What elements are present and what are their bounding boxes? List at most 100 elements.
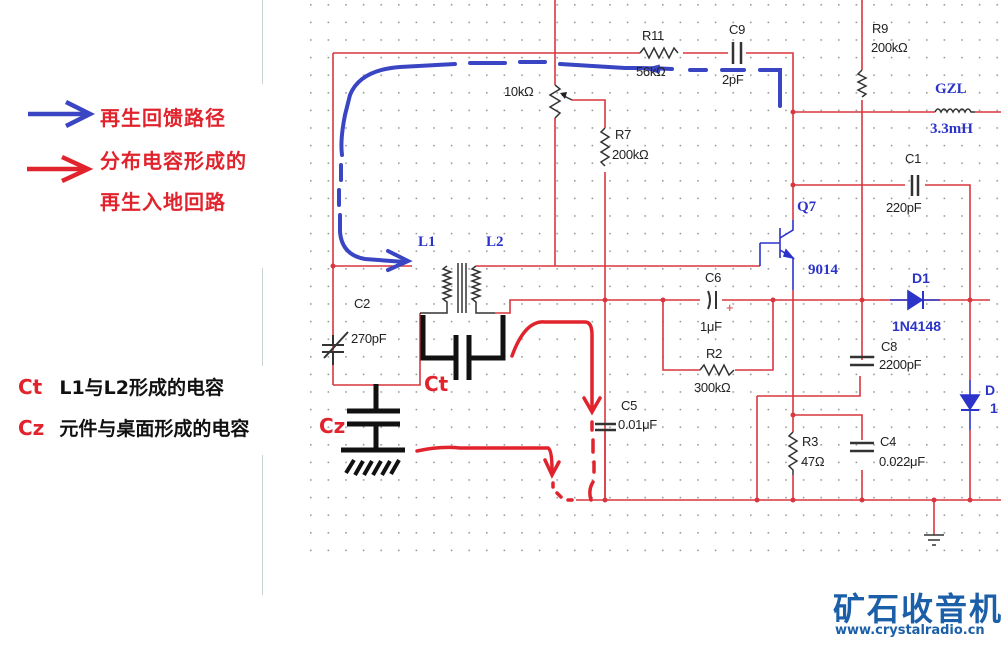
legend-label-ground-line1: 分布电容形成的	[100, 149, 247, 173]
label-c8-value: 2200pF	[879, 357, 922, 372]
annotation-capacitors	[341, 315, 506, 476]
feedback-arrowhead	[386, 249, 413, 272]
label-c6-name: C6	[705, 270, 722, 285]
components	[322, 42, 975, 546]
resistor-r11	[639, 46, 679, 60]
label-r11-name: R11	[642, 28, 664, 43]
ground-path-cz	[415, 445, 554, 472]
label-q7-name: Q7	[797, 199, 817, 215]
ct-annotation-label: Ct	[424, 372, 449, 396]
feedback-path	[337, 60, 782, 264]
label-c8-name: C8	[881, 339, 898, 354]
feedback-arrowhead-r11	[647, 64, 661, 74]
transistor-emitter-arrow	[782, 248, 796, 260]
label-c5-value: 0.01μF	[618, 417, 657, 432]
ground-path-cz-dots	[551, 481, 574, 502]
logo-title: 矿石收音机	[833, 590, 1001, 628]
capacitor-c8	[850, 355, 874, 367]
label-c4-name: C4	[880, 434, 897, 449]
wire-c1	[793, 184, 971, 300]
capacitor-c4	[850, 441, 874, 453]
label-gzl-name: GZL	[935, 81, 967, 97]
label-l1-name: L1	[418, 234, 436, 250]
transformer-l2	[469, 265, 495, 314]
divider-middle	[262, 268, 263, 366]
label-d2-value: 1	[990, 400, 998, 416]
label-r9-name: R9	[872, 21, 889, 36]
wire-emitter-down	[792, 290, 863, 440]
label-c1-name: C1	[905, 151, 922, 166]
inductor-gzl	[934, 108, 975, 114]
wire-c2-bottom	[333, 313, 421, 386]
label-r9-value: 200kΩ	[871, 40, 908, 55]
label-q7-value: 9014	[808, 262, 838, 278]
blue-components	[759, 220, 981, 430]
ground-symbol	[924, 534, 944, 546]
label-r3-value: 47Ω	[801, 454, 825, 469]
note-ct-text: L1与L2形成的电容	[59, 377, 224, 399]
label-d2-name: D	[985, 382, 996, 398]
capacitor-c9	[731, 42, 743, 64]
diode-d1	[907, 289, 924, 311]
transformer-l1	[420, 265, 454, 314]
label-c9-name: C9	[729, 22, 746, 37]
junction-dots	[330, 109, 973, 503]
label-c9-value: 2pF	[722, 72, 744, 87]
potentiometer-10k	[548, 84, 562, 119]
label-pot-value: 10kΩ	[504, 84, 534, 99]
legend-label-feedback: 再生回馈路径	[100, 106, 226, 130]
label-c6-polarity: +	[726, 300, 734, 315]
logo-url[interactable]: www.crystalradio.cn	[835, 623, 985, 638]
ct-capacitor	[420, 315, 506, 380]
resistor-r9	[856, 69, 868, 98]
label-r7-name: R7	[615, 127, 632, 142]
ground-path-ct-arrow	[582, 396, 602, 416]
ground-path-cz-arrow	[543, 458, 561, 479]
legend-arrow-red	[27, 154, 94, 184]
label-c1-value: 220pF	[886, 200, 922, 215]
wire-r7-right	[572, 99, 606, 128]
note-cz-text: 元件与桌面形成的电容	[59, 418, 250, 440]
cz-hatch	[344, 458, 401, 476]
cz-annotation-label: Cz	[319, 414, 346, 438]
capacitor-c6	[707, 290, 717, 310]
resistor-r2	[699, 363, 735, 377]
resistor-r3	[787, 431, 799, 475]
label-c2-name: C2	[354, 296, 371, 311]
transformer-core	[457, 263, 467, 313]
divider-bottom	[262, 455, 263, 595]
divider-top	[262, 0, 263, 84]
grid-background	[308, 0, 1001, 562]
label-r2-value: 300kΩ	[694, 380, 731, 395]
note-cz: Cz 元件与桌面形成的电容	[18, 414, 249, 441]
capacitor-c1	[910, 175, 920, 196]
label-c2-value: 270pF	[351, 331, 387, 346]
label-c5-name: C5	[621, 398, 638, 413]
label-d1-value: 1N4148	[892, 318, 942, 334]
label-d1-name: D1	[912, 270, 930, 286]
wire-c9-right	[746, 52, 794, 112]
label-r3-name: R3	[802, 434, 819, 449]
label-c4-value: 0.022μF	[879, 454, 925, 469]
legend-arrow-blue	[28, 99, 96, 129]
transistor-q7	[759, 220, 794, 290]
capacitor-c5	[595, 422, 616, 432]
diode-d2	[959, 394, 981, 411]
wire-r2-loop	[662, 300, 774, 371]
label-c6-value: 1μF	[700, 319, 722, 334]
ground-path-ct-dashes	[588, 420, 596, 502]
wire-r2-300k	[757, 376, 861, 397]
pot-wiper-arrow	[560, 92, 567, 99]
legend-label-ground-line2: 再生入地回路	[100, 190, 226, 214]
label-l2-name: L2	[486, 234, 504, 250]
label-r11-value: 56kΩ	[636, 64, 666, 79]
note-ct: Ct L1与L2形成的电容	[18, 373, 224, 400]
ground-path-ct	[510, 320, 594, 412]
resistor-r7	[599, 127, 611, 167]
label-gzl-value: 3.3mH	[930, 121, 973, 137]
label-r2-name: R2	[706, 346, 723, 361]
cz-capacitor	[341, 384, 405, 453]
note-ct-tag: Ct	[18, 375, 43, 399]
label-r7-value: 200kΩ	[612, 147, 649, 162]
